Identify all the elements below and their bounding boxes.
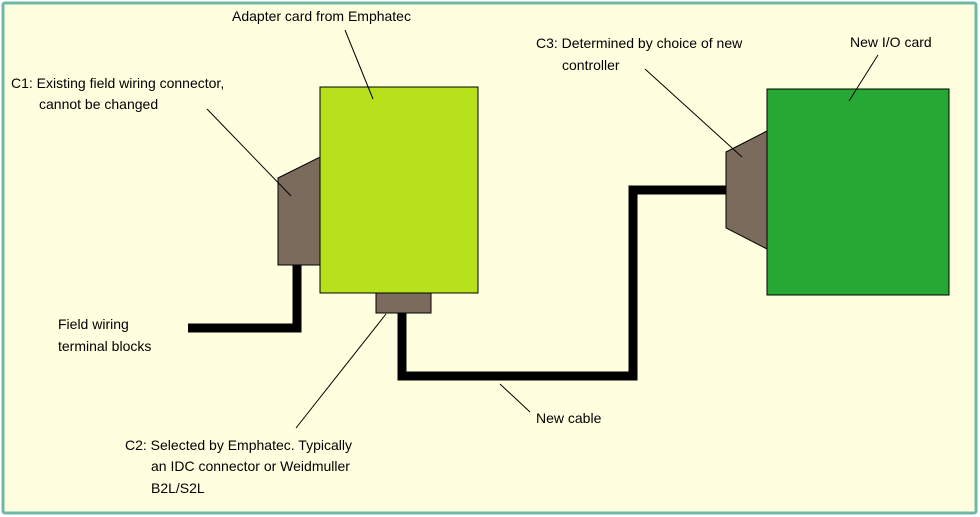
c2-connector bbox=[375, 292, 432, 314]
field-wiring-label: Field wiring terminal blocks bbox=[58, 316, 151, 354]
leader-c1 bbox=[206, 108, 292, 197]
c1-connector bbox=[277, 156, 321, 266]
leader-adapter bbox=[344, 29, 374, 100]
leader-c2 bbox=[295, 313, 387, 429]
c3-label: C3: Determined by choice of new controll… bbox=[536, 35, 746, 73]
leader-io bbox=[848, 54, 879, 102]
io-card bbox=[766, 88, 950, 296]
adapter-card bbox=[319, 86, 479, 294]
field-wiring-cable bbox=[188, 264, 302, 333]
leader-c3 bbox=[644, 68, 743, 158]
adapter-label: Adapter card from Emphatec bbox=[232, 8, 411, 24]
new-cable bbox=[397, 185, 726, 381]
new-cable-label: New cable bbox=[536, 410, 602, 426]
leader-cable bbox=[499, 383, 531, 413]
c3-connector bbox=[725, 130, 768, 250]
c1-label: C1: Existing field wiring connector, can… bbox=[11, 75, 228, 112]
io-label: New I/O card bbox=[850, 34, 932, 50]
c2-label: C2: Selected by Emphatec. Typically an I… bbox=[125, 437, 356, 496]
